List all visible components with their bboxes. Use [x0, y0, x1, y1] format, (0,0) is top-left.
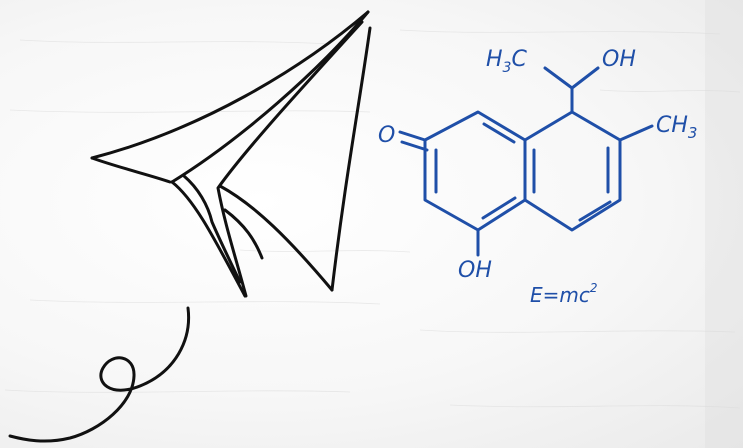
paper-airplane-icon — [90, 10, 372, 298]
methyl-subscript: 3 — [688, 124, 698, 142]
right-ring-bonds — [523, 110, 622, 232]
h3c-suffix: C — [511, 47, 527, 72]
side-chain-to-h3c — [543, 66, 574, 90]
left-ring-bonds — [423, 110, 527, 232]
h3c-prefix: H — [486, 47, 503, 72]
molecule-structure — [398, 66, 654, 257]
methyl-ch: CH — [656, 113, 688, 138]
airplane-left-wing-bottom — [90, 156, 172, 184]
h3c-subscript: 3 — [503, 60, 512, 76]
right-ring-double-3 — [578, 200, 612, 222]
airplane-right-wing-inner — [218, 184, 334, 292]
h3c-label: H3C — [486, 47, 527, 76]
left-ring-double-3 — [481, 196, 517, 220]
loop-trail-icon — [8, 306, 191, 443]
airplane-keel-left — [170, 180, 247, 298]
bottom-hydroxyl-label: OH — [458, 258, 492, 283]
airplane-fold-line — [170, 10, 370, 184]
equation-superscript: 2 — [590, 281, 598, 295]
side-chain-to-oh — [570, 66, 600, 90]
methyl-label: CH3 — [656, 113, 697, 142]
ketone-oxygen-label: O — [378, 123, 395, 148]
airplane-inner-fold — [216, 20, 364, 298]
top-hydroxyl-label: OH — [602, 47, 636, 72]
equation-main: E=mc — [530, 283, 590, 307]
airplane-right-wing-edge — [330, 26, 372, 292]
airplane-crease — [182, 174, 242, 284]
airplane-left-wing-edge — [90, 10, 370, 160]
left-ring-double-1 — [482, 122, 516, 144]
airplane-crease-2 — [223, 208, 264, 260]
ketone-bond — [398, 130, 427, 142]
methyl-bond — [618, 124, 654, 142]
ketone-bond-double — [400, 140, 429, 152]
equation-label: E=mc2 — [530, 281, 598, 307]
